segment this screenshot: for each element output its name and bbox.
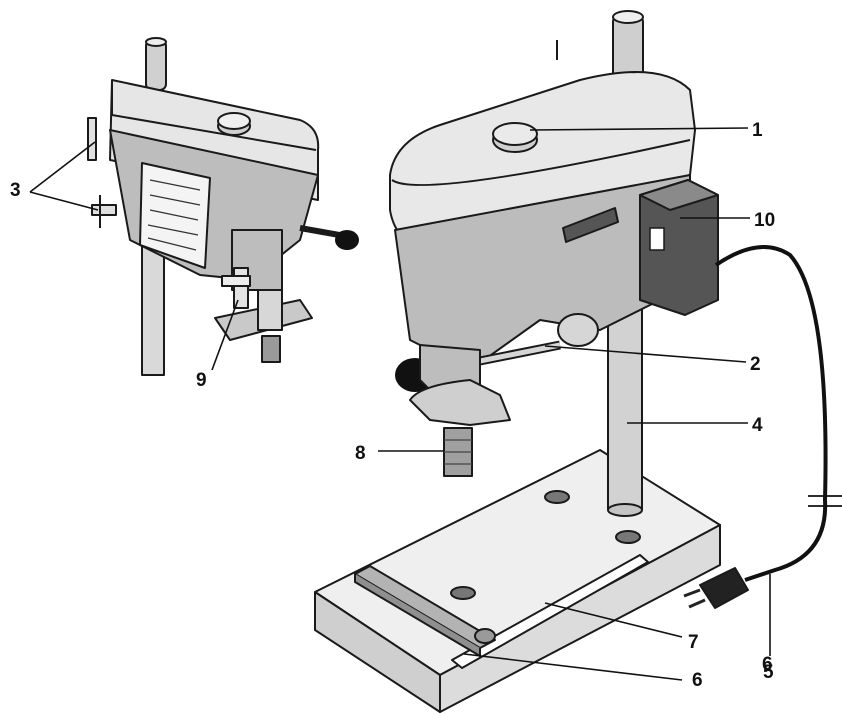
base-hole (450, 586, 476, 600)
base-hole (544, 490, 570, 504)
fence-knob (474, 628, 496, 644)
inset-feed-handle-knob (335, 230, 359, 250)
callout-1: 1 (752, 120, 763, 141)
callout-3: 3 (10, 180, 21, 201)
callout-8: 8 (355, 443, 366, 464)
leader-lines (29, 127, 771, 681)
callout-10: 10 (754, 210, 775, 231)
callout-6-fence: 6 (692, 670, 703, 691)
fence-bar (354, 565, 496, 649)
spindle-clamp (409, 379, 511, 426)
callout-7: 7 (688, 632, 699, 653)
inset-column (141, 239, 165, 376)
power-plug (683, 567, 749, 609)
inset-spindle (257, 289, 283, 331)
main-drill-press (314, 10, 842, 713)
callout-9: 9 (196, 370, 207, 391)
speed-knob (492, 122, 538, 153)
base-hole (615, 530, 641, 544)
inset-drill-head-view (87, 37, 359, 376)
switch-box (639, 179, 719, 316)
callout-5: 5 (763, 662, 774, 683)
name-plate (562, 207, 619, 243)
inset-chuck (261, 335, 281, 363)
inset-top-post (145, 39, 167, 91)
switch-button (649, 227, 665, 251)
base-slot (451, 554, 649, 669)
column (607, 299, 643, 511)
inset-depth-stop-rods (87, 117, 117, 228)
callout-6-cord: 6 (762, 654, 773, 675)
callout-4: 4 (752, 415, 763, 436)
inset-bracket (233, 267, 249, 309)
power-cord (714, 245, 828, 582)
callout-2: 2 (750, 354, 761, 375)
